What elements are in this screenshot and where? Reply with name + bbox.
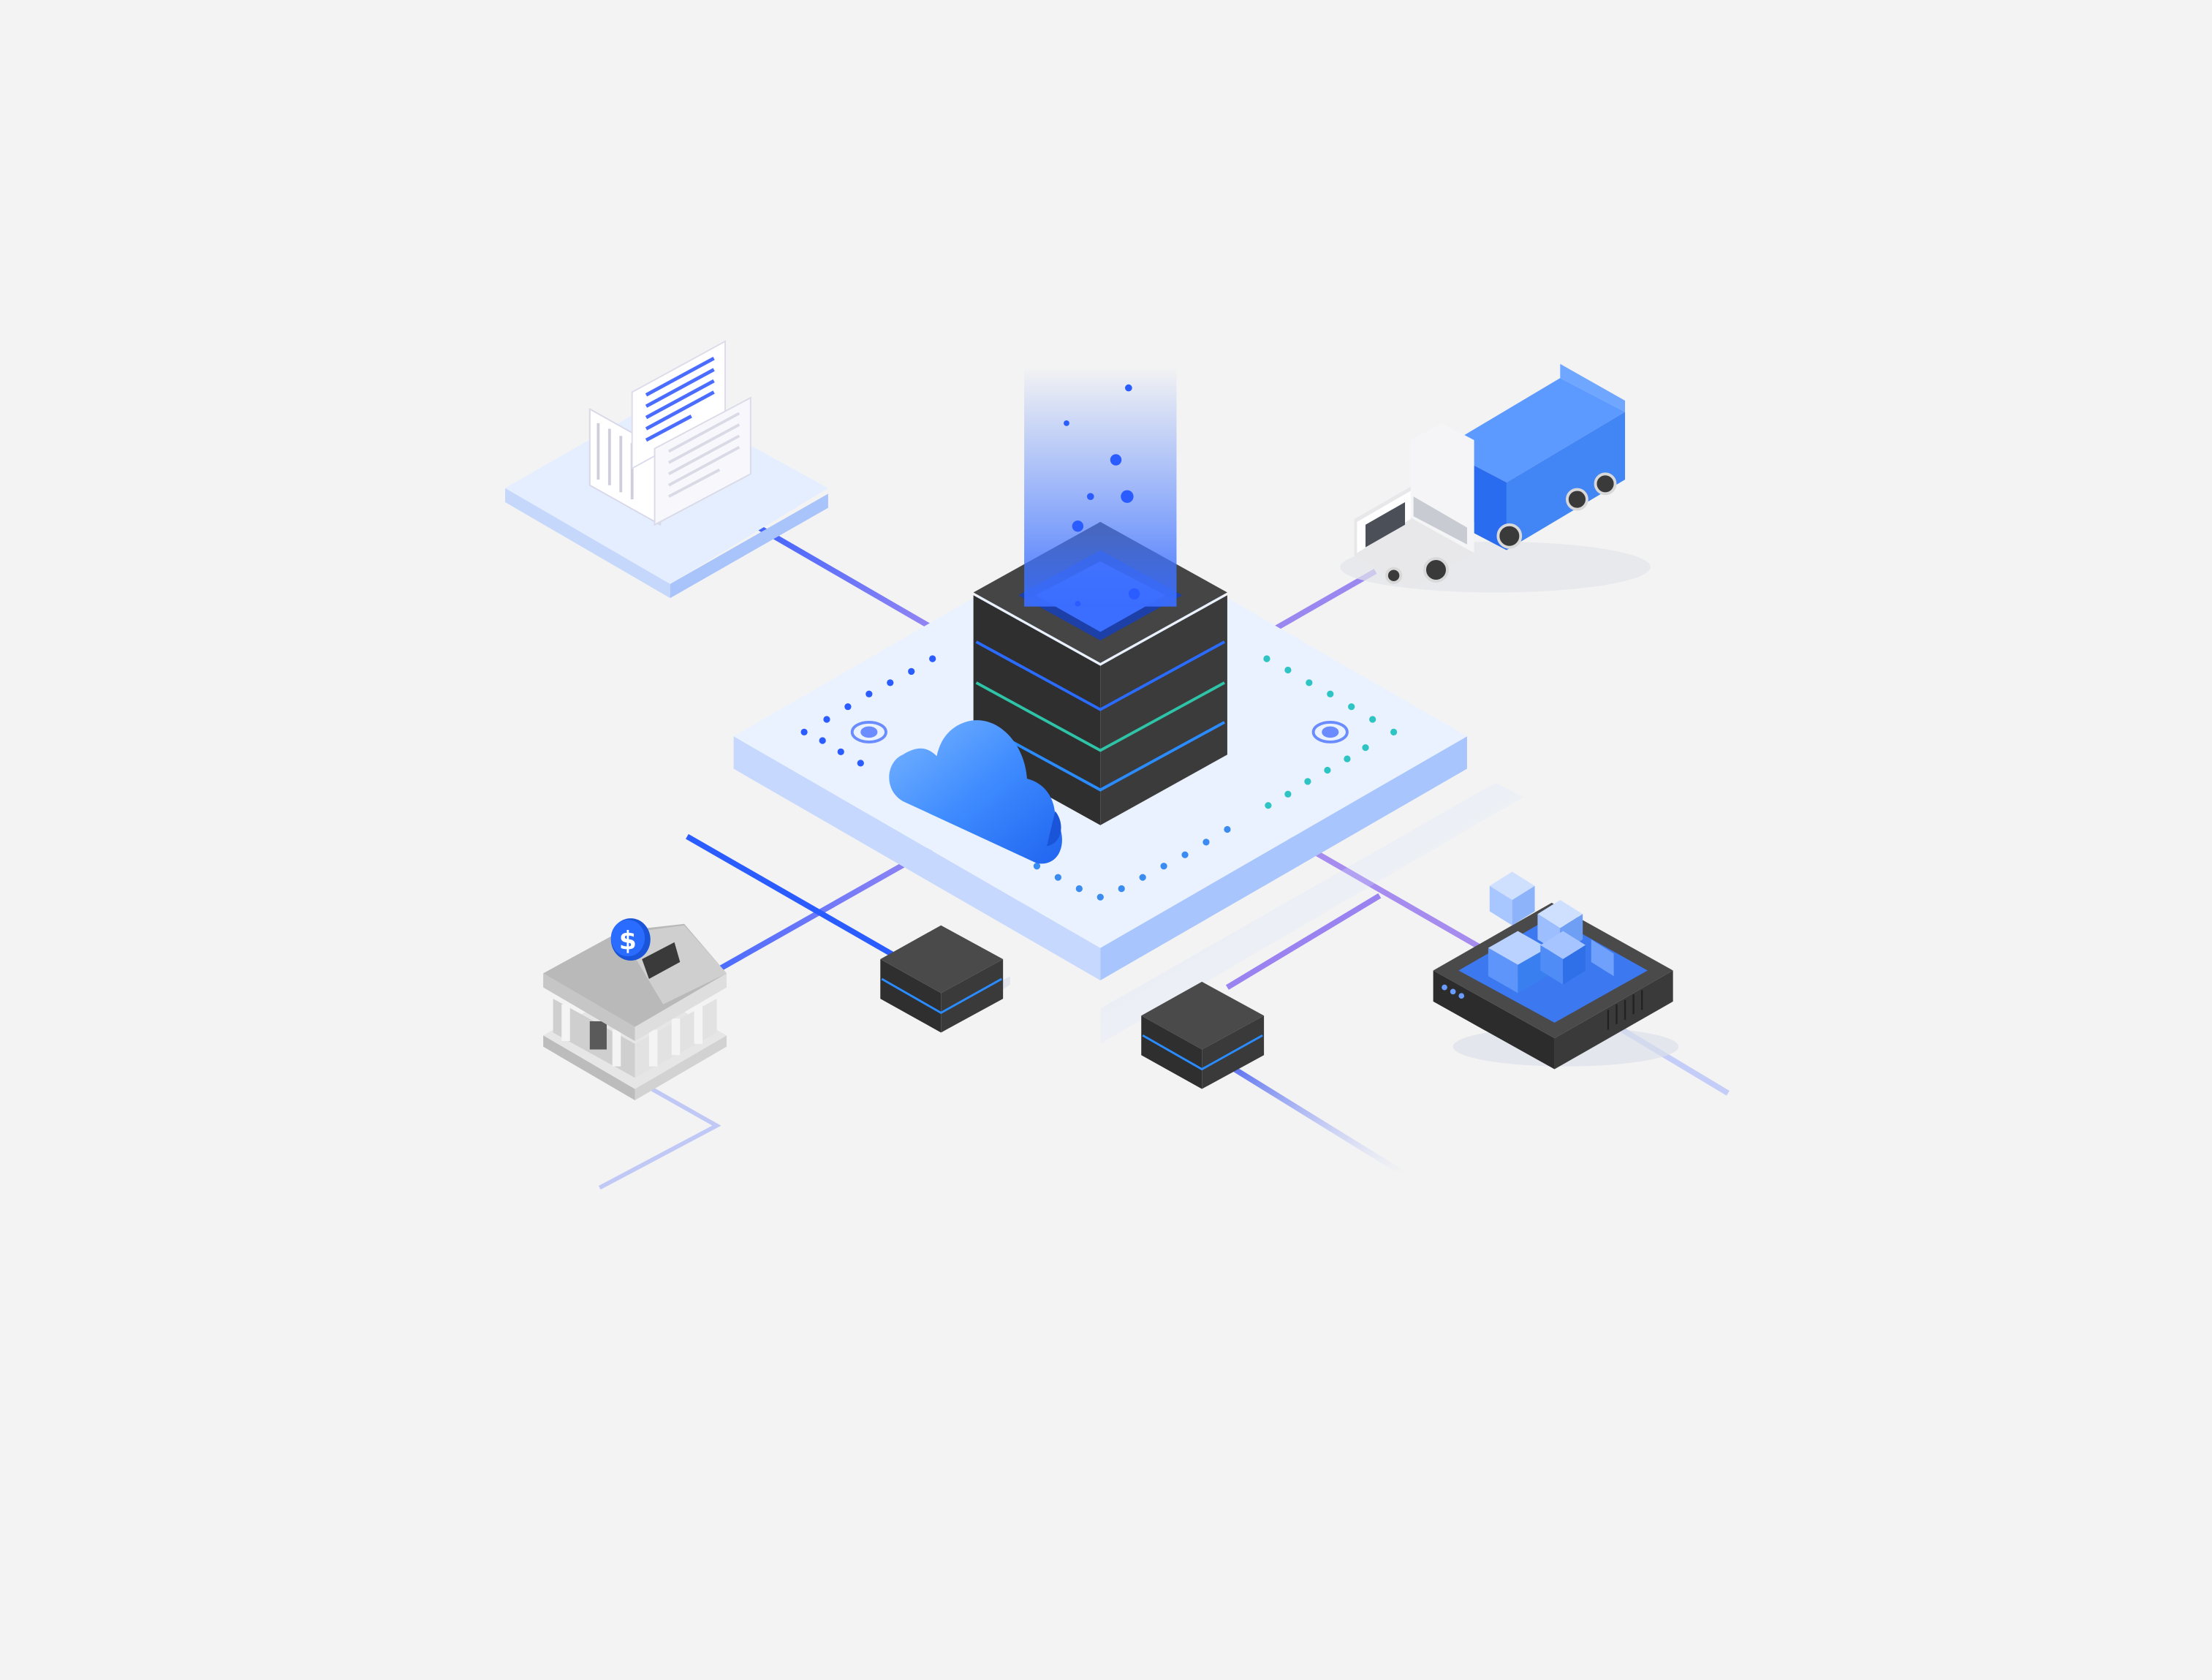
line-server-out xyxy=(1228,1064,1406,1176)
target-left xyxy=(850,720,887,743)
target-right xyxy=(1311,720,1349,743)
platform-dots xyxy=(800,655,1398,901)
central-hub xyxy=(973,366,1227,825)
small-server-middle xyxy=(1141,981,1265,1089)
cube-icons xyxy=(1488,871,1614,994)
document-icon xyxy=(588,340,751,526)
data-beam xyxy=(1024,366,1177,607)
bank-node: $ xyxy=(543,918,727,1100)
line-junction-to-server xyxy=(1225,893,1382,990)
dollar-coin-icon: $ xyxy=(610,918,651,961)
bank-badge-text: $ xyxy=(619,927,637,956)
cloud-icon xyxy=(889,720,1062,864)
line-left-to-server xyxy=(686,833,898,959)
small-server-left xyxy=(880,925,1010,1033)
storage-cube-node xyxy=(1433,871,1679,1070)
document-stack-node xyxy=(505,340,828,599)
line-bank-out xyxy=(598,1087,721,1190)
delivery-truck-node xyxy=(1340,363,1651,593)
